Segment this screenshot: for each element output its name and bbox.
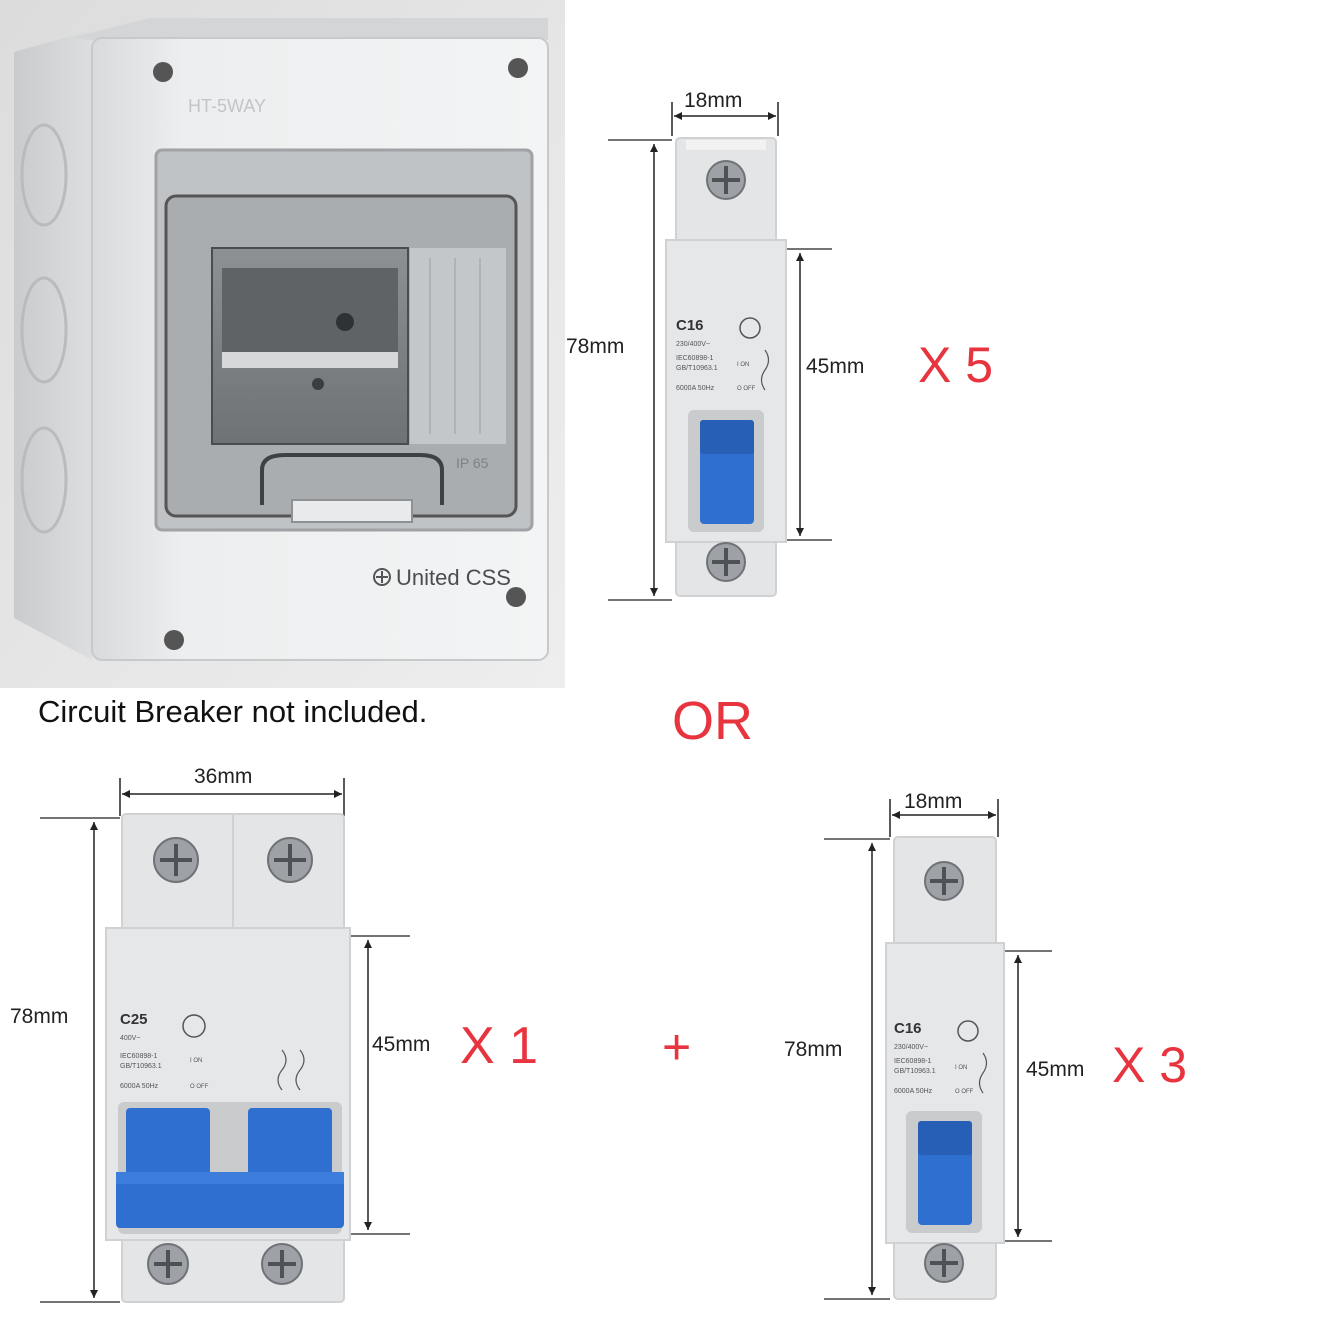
breaker-single-bottom-drawing: C16 230/400V~ IEC60898-1 GB/T10963.1 600… — [824, 799, 1052, 1300]
screw-hole-icon — [506, 587, 526, 607]
spec-line: 6000A 50Hz — [676, 385, 715, 392]
breaker-rating: C16 — [676, 317, 704, 334]
breaker-single-bottom-figure: C16 230/400V~ IEC60898-1 GB/T10963.1 600… — [780, 785, 1240, 1315]
breaker-rating: C25 — [120, 1011, 148, 1028]
certification-mark-icon — [957, 1020, 979, 1042]
body-height-label: 45mm — [1026, 1058, 1085, 1081]
screw-hole-icon — [508, 58, 528, 78]
width-label: 36mm — [194, 765, 253, 788]
breaker-double-drawing: C25 400V~ IEC60898-1 GB/T10963.1 6000A 5… — [40, 778, 410, 1303]
body-height-label: 45mm — [806, 355, 865, 378]
ip-rating-text: IP 65 — [456, 455, 489, 471]
quantity-double: X 1 — [460, 1017, 539, 1075]
enclosure-drawing: HT-5WAY IP 65 United CSS — [0, 0, 565, 688]
enclosure-photo: HT-5WAY IP 65 United CSS — [0, 0, 565, 688]
on-label: I ON — [737, 362, 749, 368]
screw-hole-icon — [164, 630, 184, 650]
spec-line: IEC60898-1 — [676, 355, 713, 362]
spec-line: IEC60898-1 — [894, 1058, 931, 1065]
certification-mark-icon — [739, 317, 761, 339]
door-latch — [291, 499, 413, 523]
spec-line: GB/T10963.1 — [676, 365, 718, 372]
spec-line: 400V~ — [120, 1035, 140, 1042]
height-label: 78mm — [784, 1038, 843, 1061]
breaker-double-figure: C25 400V~ IEC60898-1 GB/T10963.1 6000A 5… — [0, 750, 470, 1320]
knockout-circle — [20, 276, 68, 384]
plus-sign: + — [662, 1019, 692, 1075]
body-height-label: 45mm — [372, 1033, 431, 1056]
breaker-rating: C16 — [894, 1020, 922, 1037]
spec-line: 230/400V~ — [676, 341, 710, 348]
spec-line: GB/T10963.1 — [120, 1063, 162, 1070]
spec-line: IEC60898-1 — [120, 1053, 157, 1060]
breaker-single-top-figure: C16 230/400V~ IEC60898-1 GB/T10963.1 600… — [560, 80, 1040, 610]
on-label: I ON — [190, 1058, 202, 1064]
breaker-tie-bar — [116, 1172, 344, 1228]
height-label: 78mm — [10, 1005, 69, 1028]
enclosure-side-panel — [14, 30, 92, 660]
spec-line: GB/T10963.1 — [894, 1068, 936, 1075]
spec-line: 230/400V~ — [894, 1044, 928, 1051]
width-label: 18mm — [684, 89, 743, 112]
spec-line: 6000A 50Hz — [894, 1088, 933, 1095]
on-label: I ON — [955, 1065, 967, 1071]
breaker-toggle — [248, 1108, 332, 1188]
width-label: 18mm — [904, 790, 963, 813]
certification-mark-icon — [182, 1014, 206, 1038]
option-separator: OR — [672, 691, 753, 751]
breaker-single-top-drawing: C16 230/400V~ IEC60898-1 GB/T10963.1 600… — [608, 102, 832, 601]
caption-not-included: Circuit Breaker not included. — [38, 694, 428, 729]
off-label: O OFF — [737, 386, 756, 392]
breaker-toggle — [126, 1108, 210, 1188]
screw-hole-icon — [153, 62, 173, 82]
brand-logo-icon — [373, 568, 391, 586]
height-label: 78mm — [566, 335, 625, 358]
off-label: O OFF — [190, 1084, 209, 1090]
knockout-circle — [20, 426, 68, 534]
quantity-single-bottom: X 3 — [1112, 1037, 1188, 1093]
off-label: O OFF — [955, 1089, 974, 1095]
quantity-single-top: X 5 — [918, 337, 994, 393]
spec-line: 6000A 50Hz — [120, 1083, 159, 1090]
model-text: HT-5WAY — [188, 96, 266, 116]
knockout-circle — [20, 123, 68, 227]
brand-text: United CSS — [396, 565, 511, 590]
